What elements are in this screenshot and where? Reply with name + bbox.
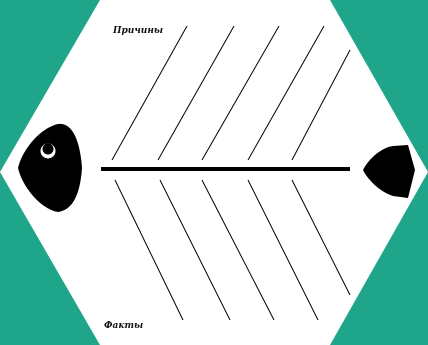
facts-label: Факты [104, 321, 143, 331]
causes-label: Причины [112, 26, 163, 36]
